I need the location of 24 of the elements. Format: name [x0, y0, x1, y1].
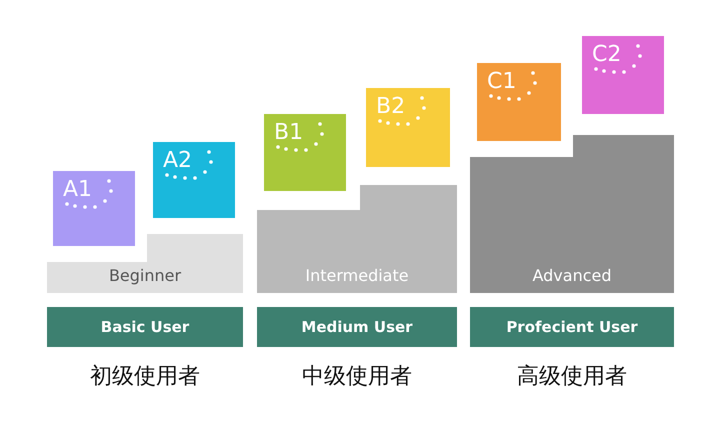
level-name: Beginner — [108, 266, 182, 285]
level-square — [366, 88, 450, 167]
chinese-caption: 中级使用者 — [301, 366, 413, 388]
level-square — [53, 171, 135, 246]
user-level-bar: Basic User — [47, 307, 243, 347]
chinese-caption: 初级使用者 — [89, 366, 201, 388]
level-square — [153, 142, 235, 218]
level-code: A2 — [163, 150, 192, 172]
stair-step — [257, 185, 457, 293]
level-code: A1 — [63, 179, 92, 201]
level-name: Intermediate — [304, 266, 410, 285]
level-square — [582, 36, 664, 114]
level-code: C2 — [592, 44, 622, 66]
level-code: B2 — [376, 96, 406, 118]
stair-step — [47, 234, 243, 293]
level-code: C1 — [487, 71, 516, 93]
level-square — [264, 114, 346, 191]
level-square — [477, 63, 561, 141]
chinese-caption: 高级使用者 — [516, 366, 628, 388]
level-code: B1 — [274, 122, 304, 144]
user-level-bar: Profecient User — [470, 307, 674, 347]
user-level-bar: Medium User — [257, 307, 457, 347]
stair-step — [470, 135, 674, 293]
level-name: Advanced — [531, 266, 613, 285]
